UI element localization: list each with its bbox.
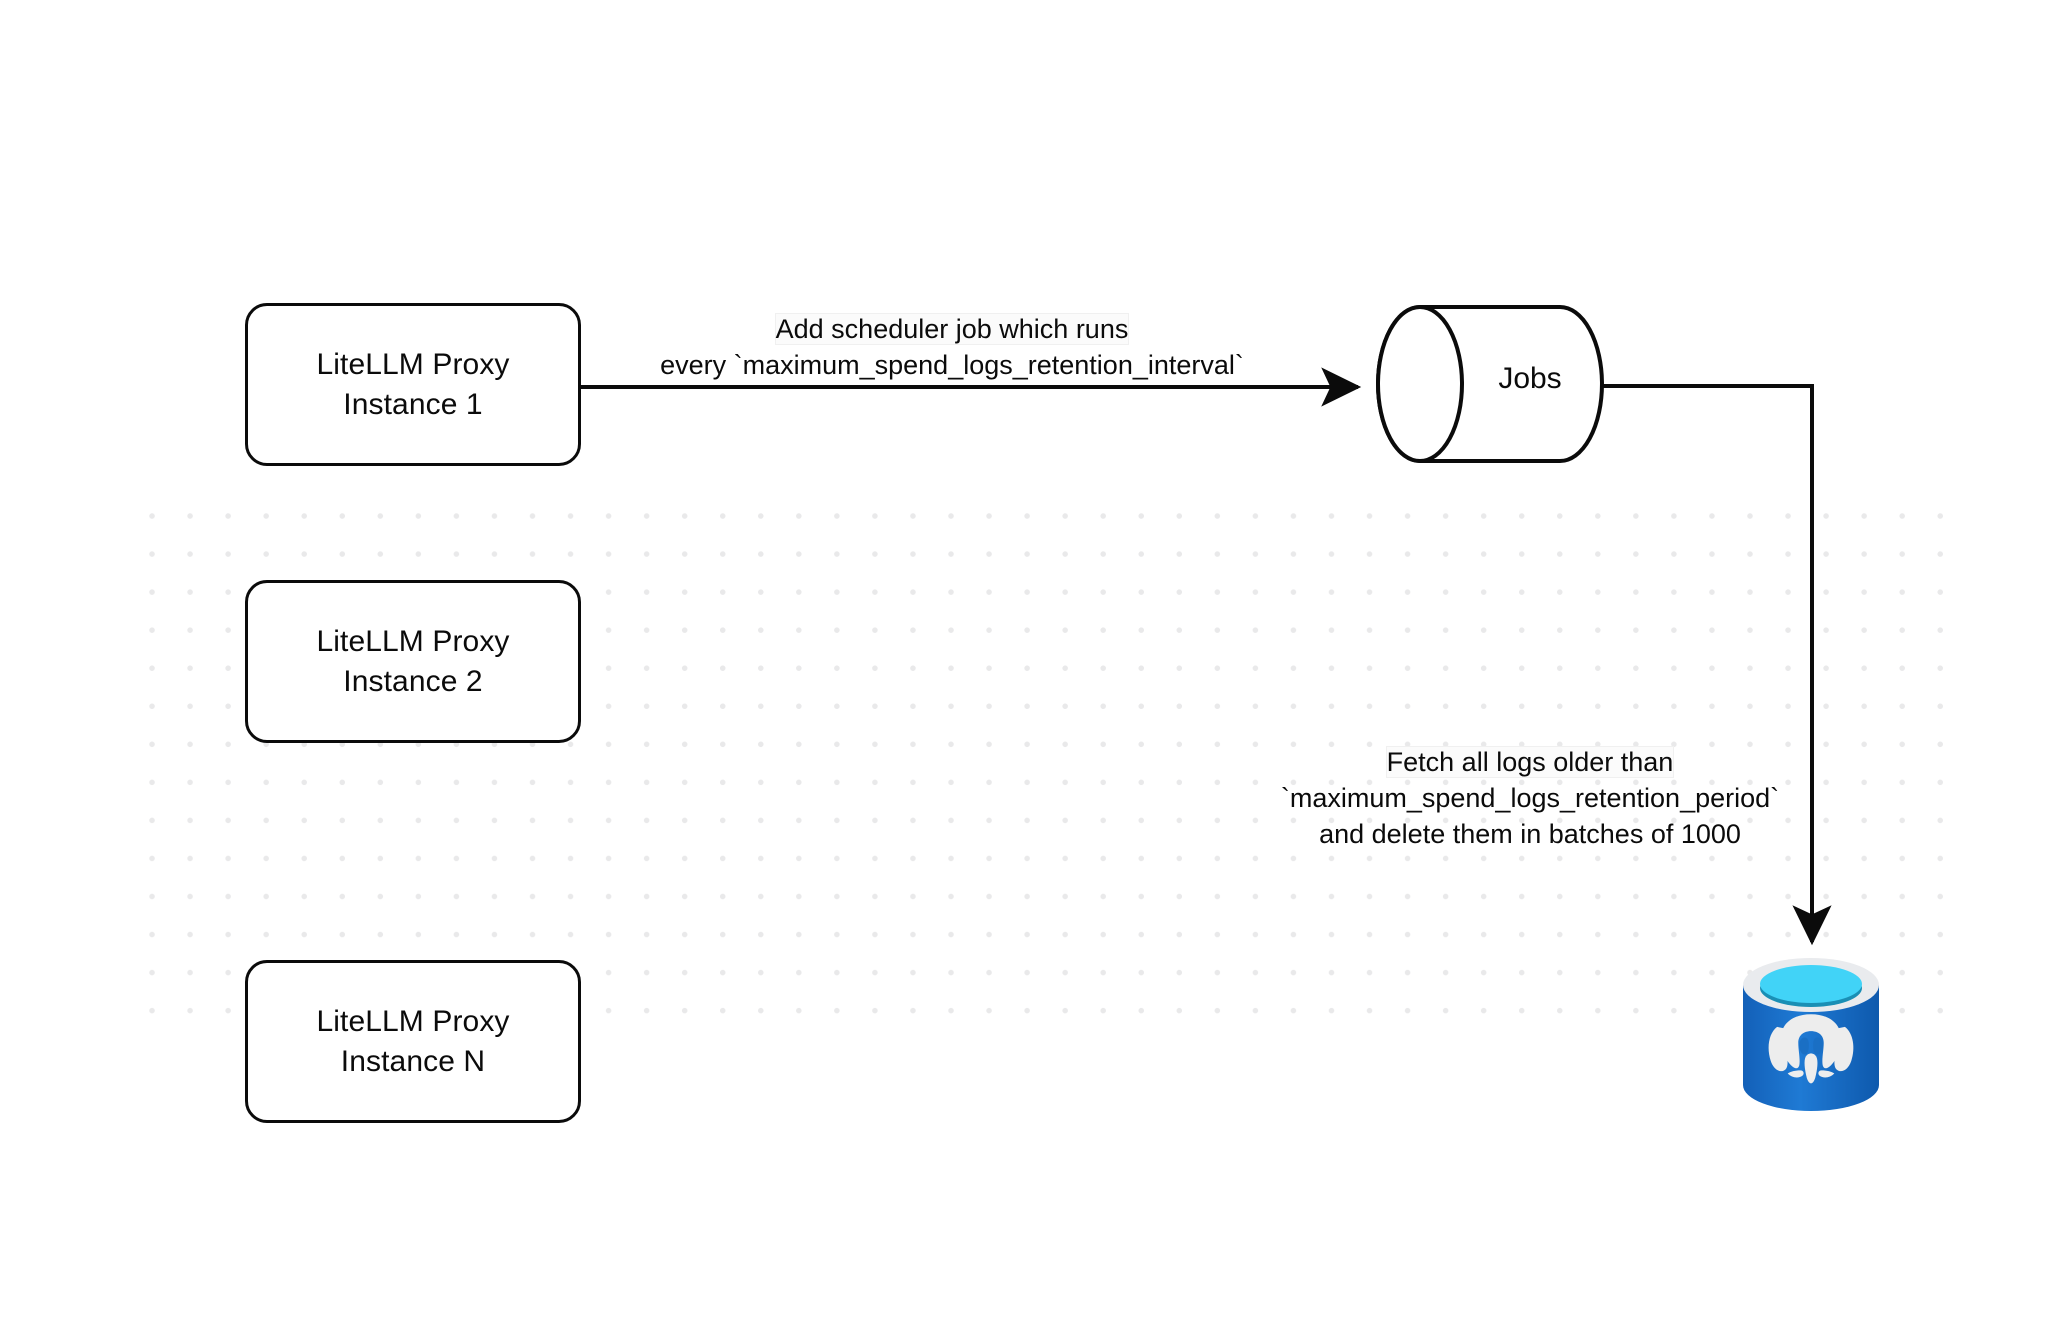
edge-label-fetch-and-delete: Fetch all logs older than `maximum_spend… (1250, 744, 1810, 853)
node-label-line-1: LiteLLM Proxy (316, 347, 510, 381)
node-litellm-proxy-instance-1[interactable]: LiteLLM Proxy Instance 1 (245, 303, 581, 466)
jobs-cylinder-shape (1376, 305, 1604, 463)
node-litellm-proxy-instance-n[interactable]: LiteLLM Proxy Instance N (245, 960, 581, 1123)
postgresql-database-icon (1743, 958, 1879, 1111)
edge-label-line-3: and delete them in batches of 1000 (1319, 819, 1741, 850)
edge-label-line-2: every `maximum_spend_logs_retention_inte… (660, 350, 1244, 381)
edge-label-scheduler-job: Add scheduler job which runs every `maxi… (612, 311, 1292, 383)
node-label-line-2: Instance 1 (343, 387, 483, 421)
edge-jobs-to-database (1600, 384, 1832, 946)
node-label-line-2: Instance N (340, 1044, 486, 1078)
node-litellm-proxy-instance-2[interactable]: LiteLLM Proxy Instance 2 (245, 580, 581, 743)
edge-label-line-1: Fetch all logs older than (1386, 747, 1674, 777)
edge-label-line-1: Add scheduler job which runs (775, 314, 1129, 344)
node-label-line-2: Instance 2 (343, 664, 483, 698)
node-label-line-1: LiteLLM Proxy (316, 624, 510, 658)
node-label-line-1: LiteLLM Proxy (316, 1004, 510, 1038)
edge-label-line-2: `maximum_spend_logs_retention_period` (1280, 783, 1780, 814)
node-jobs-label: Jobs (1498, 362, 1562, 395)
